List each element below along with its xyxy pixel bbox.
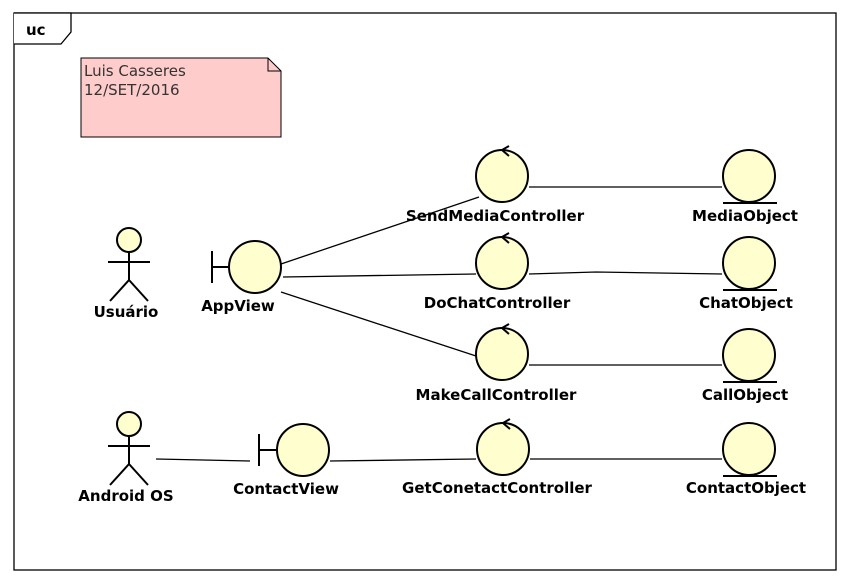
entity-call: CallObject (702, 328, 788, 404)
entity-media-label: MediaObject (692, 207, 798, 225)
note-line-1: Luis Casseres (84, 62, 186, 80)
boundary-appview: AppView (201, 240, 282, 315)
actor-android-label: Android OS (78, 487, 173, 505)
note-line-2: 12/SET/2016 (84, 81, 180, 99)
control-dochat-label: DoChatController (424, 294, 571, 312)
frame-tab (14, 12, 72, 45)
frame-label: uc (26, 21, 46, 39)
link-appview-makecall (280, 291, 477, 357)
actor-usuario-label: Usuário (94, 303, 159, 321)
control-getcontact-label: GetConetactController (402, 479, 592, 497)
control-makecall-label: MakeCallController (416, 386, 578, 404)
control-getcontact: GetConetactController (402, 418, 593, 497)
note: Luis Casseres 12/SET/2016 (80, 57, 282, 138)
actor-usuario: Usuário (94, 227, 159, 321)
control-makecall: MakeCallController (416, 323, 578, 404)
control-sendmedia: SendMediaController (406, 145, 585, 225)
entity-media: MediaObject (692, 149, 798, 225)
boundary-appview-label: AppView (201, 297, 275, 315)
entity-chat: ChatObject (699, 236, 793, 312)
link-appview-sendmedia (280, 196, 480, 265)
entity-contact: ContactObject (686, 422, 806, 497)
control-sendmedia-label: SendMediaController (406, 207, 585, 225)
entity-contact-label: ContactObject (686, 479, 806, 497)
link-appview-dochat (282, 273, 477, 278)
associations (155, 186, 723, 462)
control-dochat: DoChatController (424, 232, 571, 312)
boundary-contactview: ContactView (233, 423, 339, 498)
actor-android-os: Android OS (78, 411, 174, 505)
link-android-contactview (155, 458, 251, 462)
boundary-contactview-label: ContactView (233, 480, 339, 498)
entity-call-label: CallObject (702, 386, 788, 404)
link-dochat-chat (528, 271, 723, 275)
link-contactview-getcontact (329, 458, 477, 462)
entity-chat-label: ChatObject (699, 294, 793, 312)
